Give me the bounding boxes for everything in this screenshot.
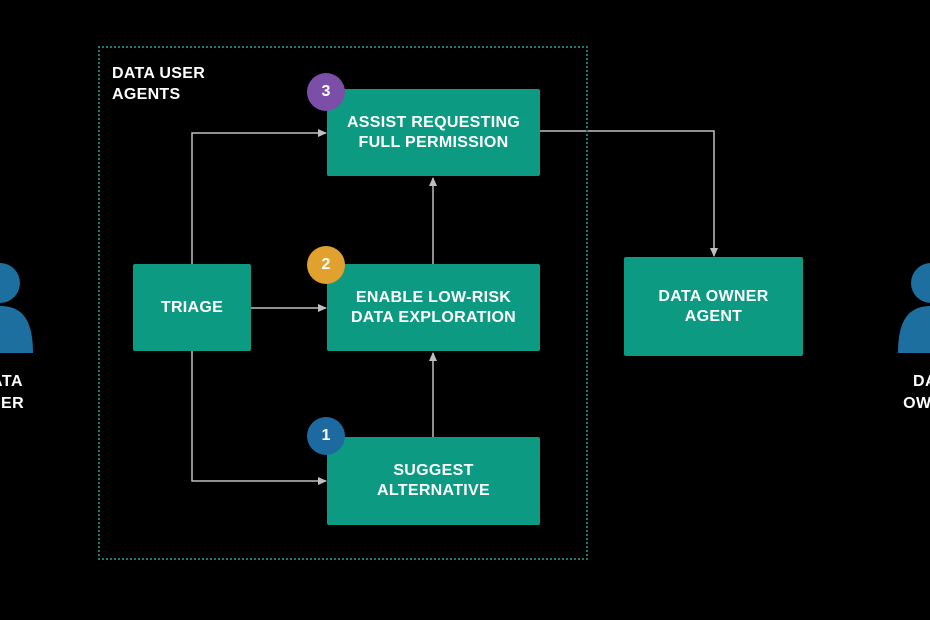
data-user-person-icon [0, 263, 33, 353]
badge-2: 2 [307, 246, 345, 284]
data-owner-person-icon [898, 263, 930, 353]
data-user-label: DATA USER [0, 373, 25, 412]
assist-requesting-node[interactable]: ASSIST REQUESTING FULL PERMISSION [327, 89, 540, 176]
triage-node[interactable]: TRIAGE [133, 264, 251, 351]
badge-3: 3 [307, 73, 345, 111]
data-user-agents-group [98, 46, 588, 560]
edge-assist-to-owner-agent [540, 130, 718, 257]
suggest-alternative-node[interactable]: SUGGEST ALTERNATIVE [327, 437, 540, 525]
group-label: DATA USER AGENTS [112, 65, 206, 103]
edge-triage-to-suggest [191, 351, 327, 485]
edge-triage-to-assist [191, 129, 327, 264]
data-owner-label: DATA OWNER [903, 373, 930, 412]
badge-1: 1 [307, 417, 345, 455]
enable-low-risk-node[interactable]: ENABLE LOW-RISK DATA EXPLORATION [327, 264, 540, 351]
data-owner-agent-node[interactable]: DATA OWNER AGENT [624, 257, 803, 356]
